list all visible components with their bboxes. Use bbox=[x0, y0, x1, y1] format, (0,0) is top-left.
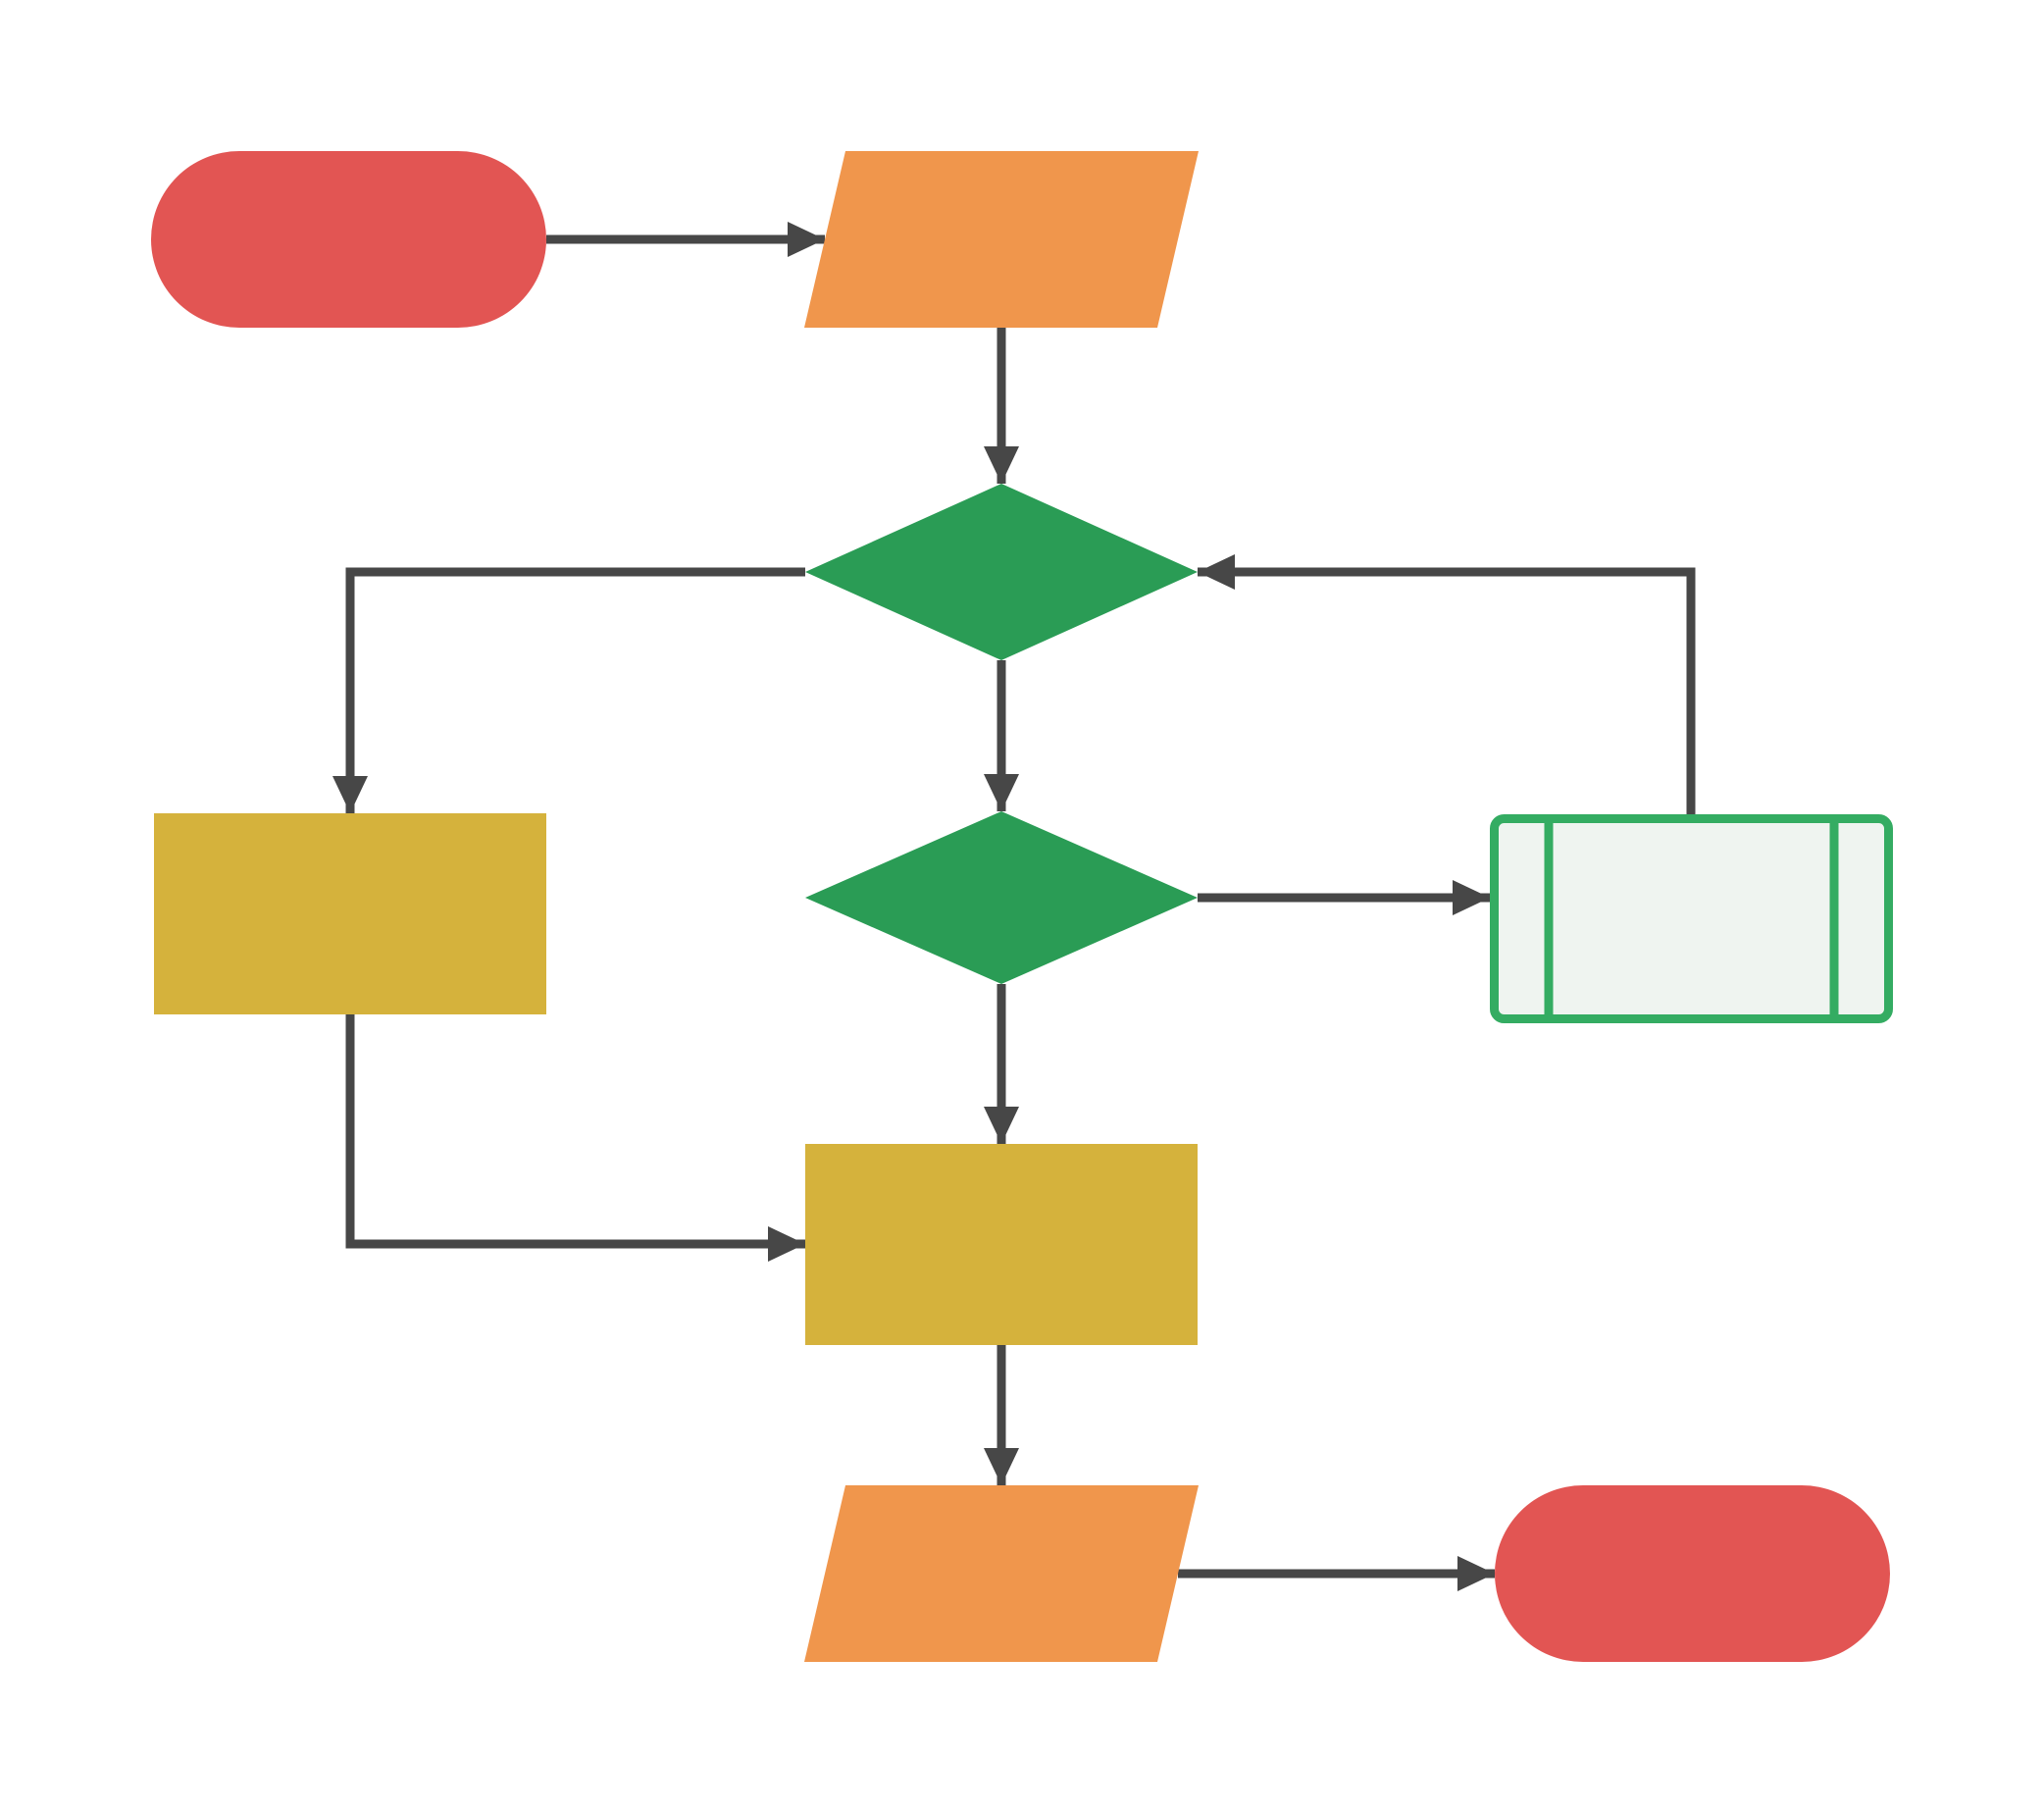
predefined-process-frame bbox=[1490, 814, 1893, 1023]
decision-diamond-1-shape bbox=[805, 484, 1198, 660]
process-rect-center-shape bbox=[805, 1144, 1198, 1345]
io-parallelogram-top-shape bbox=[804, 151, 1199, 328]
edge-process-left-to-process-center bbox=[345, 1014, 805, 1262]
shape-layer bbox=[151, 151, 1893, 1662]
end-terminator-shape bbox=[1495, 1485, 1890, 1662]
edge-decision-1-to-process-left bbox=[332, 567, 805, 813]
start-terminator-shape bbox=[151, 151, 546, 328]
io-parallelogram-bottom-shape bbox=[804, 1485, 1199, 1662]
edge-predefined-to-decision-1 bbox=[1198, 554, 1696, 814]
process-rect-left-shape bbox=[154, 813, 546, 1014]
predefined-process-shape bbox=[1490, 814, 1893, 1023]
connector-layer bbox=[332, 222, 1696, 1591]
decision-diamond-2-shape bbox=[805, 811, 1198, 984]
